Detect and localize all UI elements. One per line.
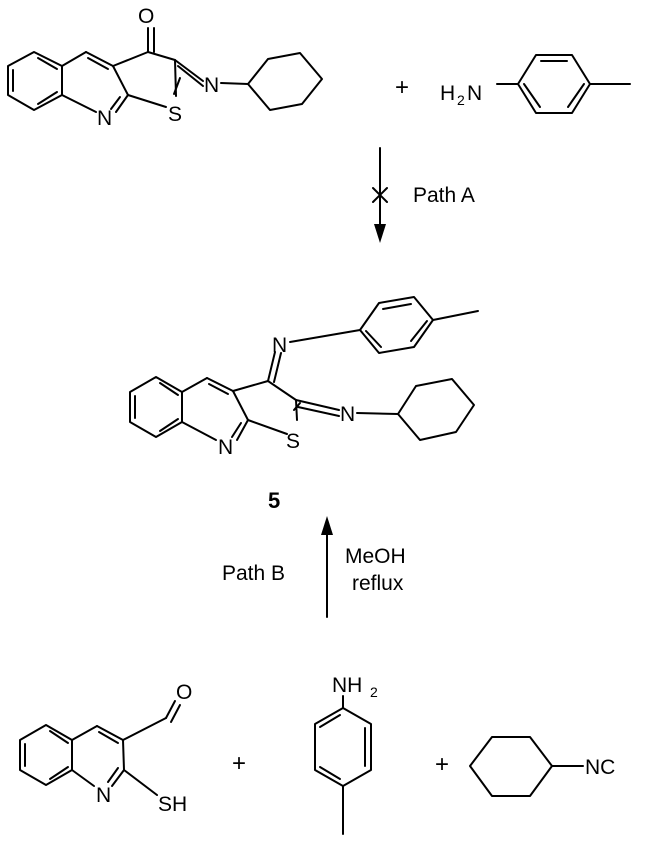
path-a-arrow — [374, 147, 386, 243]
plus-sign-bottom-2: + — [435, 751, 449, 778]
atom-s-product: S — [286, 430, 300, 453]
atom-n-toluidine-top: N — [467, 82, 482, 105]
atom-o-top: O — [138, 5, 154, 28]
product-5-structure — [129, 296, 479, 441]
atom-s-top: S — [168, 103, 182, 126]
atom-n-imine-top: N — [204, 74, 219, 97]
atom-o-aldehyde: O — [176, 681, 192, 704]
condition-temperature: reflux — [352, 572, 404, 595]
atom-n-ring-product: N — [218, 436, 233, 459]
path-a-label: Path A — [413, 184, 475, 207]
atom-nc-isocyanide: NC — [585, 756, 615, 779]
atom-n-ring-aldehyde: N — [96, 784, 111, 807]
atom-h-toluidine-top: H — [440, 82, 455, 105]
atom-n-imine-product: N — [340, 403, 355, 426]
subscript-2-toluidine-top: 2 — [457, 92, 465, 108]
reactant-toluidine-bottom — [314, 695, 372, 835]
atom-n-ring-top: N — [97, 107, 112, 130]
atom-n-aryl-product: N — [272, 334, 287, 357]
reactant-cyclohexyl-isocyanide — [469, 736, 584, 797]
reactant-toluidine-top — [496, 54, 631, 114]
atom-nh-toluidine-bottom: NH — [332, 674, 362, 697]
reactant-thienoquinolinone — [7, 27, 323, 113]
blocked-cross-icon — [372, 187, 388, 203]
plus-sign-bottom-1: + — [232, 750, 246, 777]
subscript-2-toluidine-bottom: 2 — [370, 684, 378, 700]
atom-sh-aldehyde: SH — [158, 793, 187, 816]
plus-sign-top: + — [395, 74, 409, 101]
reactant-mercaptoquinoline-aldehyde — [19, 700, 181, 796]
condition-solvent: MeOH — [345, 545, 406, 568]
path-b-arrow — [321, 516, 333, 618]
compound-number: 5 — [268, 488, 280, 513]
path-b-label: Path B — [222, 562, 285, 585]
